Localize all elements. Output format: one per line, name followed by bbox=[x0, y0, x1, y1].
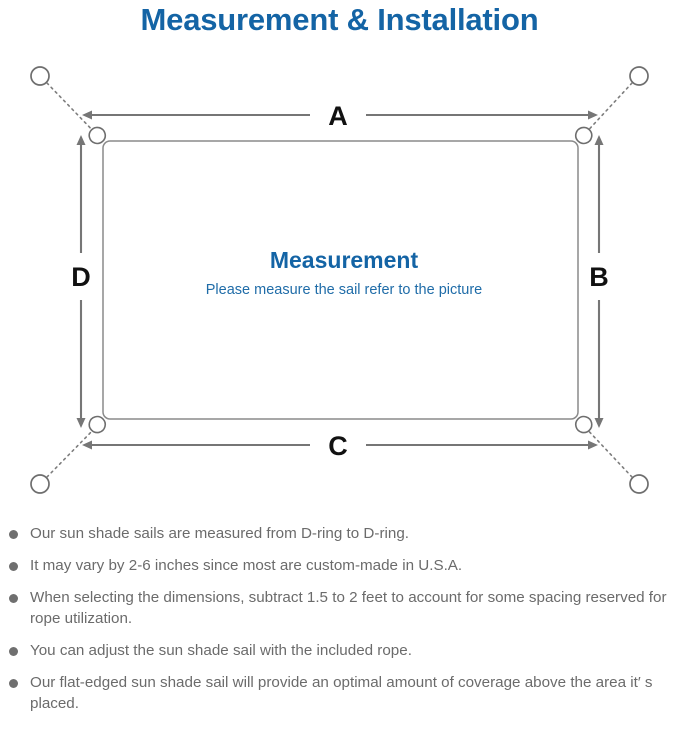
rope-lines bbox=[46, 82, 633, 478]
note-item: You can adjust the sun shade sail with t… bbox=[0, 640, 679, 661]
note-text: Our flat-edged sun shade sail will provi… bbox=[30, 674, 653, 712]
note-text: It may vary by 2-6 inches since most are… bbox=[30, 557, 463, 574]
d-ring-bottom-left bbox=[88, 415, 107, 434]
d-ring-top-right bbox=[574, 126, 593, 145]
dimension-b: B bbox=[589, 135, 609, 428]
note-text: Our sun shade sails are measured from D-… bbox=[30, 525, 409, 542]
rope-bottom-left bbox=[46, 423, 100, 478]
bullet-icon bbox=[9, 647, 18, 656]
anchor-rings bbox=[30, 66, 649, 494]
note-text: When selecting the dimensions, subtract … bbox=[30, 589, 667, 627]
anchor-ring-top-right bbox=[629, 66, 649, 86]
page-title: Measurement & Installation bbox=[140, 2, 539, 37]
dimension-d: D bbox=[71, 135, 91, 428]
note-text: You can adjust the sun shade sail with t… bbox=[30, 642, 412, 659]
note-item: Our sun shade sails are measured from D-… bbox=[0, 523, 679, 544]
d-rings bbox=[88, 126, 593, 434]
d-ring-bottom-right bbox=[574, 415, 593, 434]
note-item: When selecting the dimensions, subtract … bbox=[0, 587, 679, 629]
note-item: Our flat-edged sun shade sail will provi… bbox=[0, 672, 679, 714]
rope-bottom-right bbox=[581, 423, 633, 478]
anchor-ring-bottom-left bbox=[30, 474, 50, 494]
anchor-ring-top-left bbox=[30, 66, 50, 86]
dimension-c-label: C bbox=[328, 431, 348, 461]
dimension-c: C bbox=[82, 431, 598, 461]
bullet-icon bbox=[9, 679, 18, 688]
notes-list: Our sun shade sails are measured from D-… bbox=[0, 523, 679, 725]
dimension-b-label: B bbox=[589, 262, 609, 292]
dimension-a-label: A bbox=[328, 101, 348, 131]
note-item: It may vary by 2-6 inches since most are… bbox=[0, 555, 679, 576]
sail-subheading: Please measure the sail refer to the pic… bbox=[206, 282, 482, 298]
measurement-diagram: A C D B Measurement Please measure the s… bbox=[0, 48, 679, 518]
sail-heading: Measurement bbox=[270, 247, 419, 273]
dimension-a: A bbox=[82, 101, 598, 131]
sail-body bbox=[102, 140, 579, 420]
d-ring-top-left bbox=[88, 126, 107, 145]
bullet-icon bbox=[9, 594, 18, 603]
anchor-ring-bottom-right bbox=[629, 474, 649, 494]
rope-top-right bbox=[581, 82, 633, 138]
rope-top-left bbox=[46, 82, 100, 138]
bullet-icon bbox=[9, 562, 18, 571]
bullet-icon bbox=[9, 530, 18, 539]
dimension-d-label: D bbox=[71, 262, 91, 292]
